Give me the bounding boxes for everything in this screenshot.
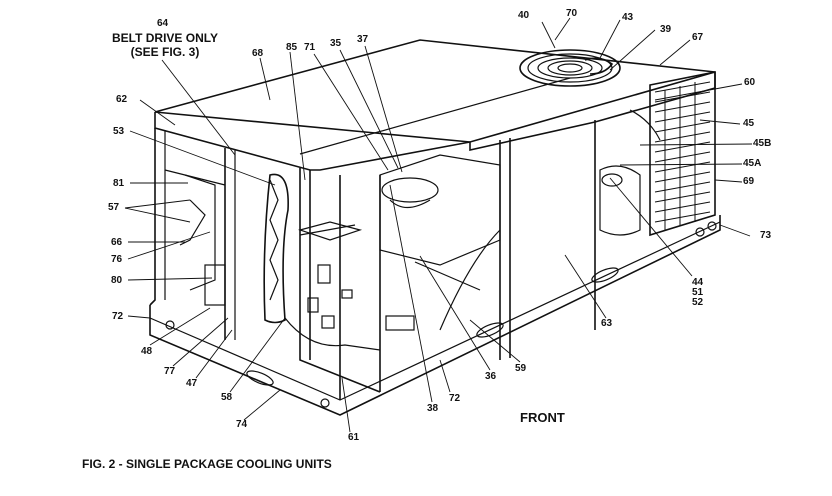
control-board: [297, 221, 363, 241]
label-58: 58: [221, 392, 233, 403]
refrigerant-line: [629, 109, 661, 141]
belt-drive-note: BELT DRIVE ONLY (SEE FIG. 3): [100, 31, 230, 59]
compressor: [599, 165, 641, 236]
label-37: 37: [357, 34, 369, 45]
panel-cable: [439, 229, 501, 331]
compressor-top: [601, 173, 623, 187]
figure-caption: FIG. 2 - SINGLE PACKAGE COOLING UNITS: [82, 457, 332, 471]
lift-hole-4: [707, 221, 717, 231]
belt-drive-note-line1: BELT DRIVE ONLY: [111, 31, 218, 45]
blower-housing: [379, 154, 501, 266]
label-36: 36: [485, 371, 497, 382]
label-72-left: 72: [112, 311, 124, 322]
blower-scroll: [389, 199, 431, 209]
label-85: 85: [286, 42, 298, 53]
label-60: 60: [744, 77, 756, 88]
label-59: 59: [515, 363, 527, 374]
control-capacitor: [321, 315, 335, 329]
lift-hole-3: [695, 227, 705, 237]
label-40: 40: [518, 10, 530, 21]
fan-guard-ring1: [537, 57, 603, 79]
left-inner-panel: [184, 174, 216, 291]
roof-seam: [299, 77, 571, 155]
lift-hole-2: [165, 320, 175, 330]
belt-drive-note-line2: (SEE FIG. 3): [130, 45, 200, 59]
fan-motor-bracket: [584, 57, 614, 75]
label-81: 81: [113, 178, 125, 189]
left-inner-part: [179, 199, 206, 246]
label-45b: 45B: [753, 138, 772, 149]
fan-opening: [519, 49, 621, 87]
fan-guard-ring3: [557, 63, 583, 73]
label-70: 70: [566, 8, 578, 19]
panel-seam: [414, 261, 481, 291]
wire-harness: [284, 317, 381, 351]
label-73: 73: [760, 230, 772, 241]
lift-hole-1: [320, 398, 330, 408]
control-switch: [307, 297, 319, 313]
label-69: 69: [743, 176, 755, 187]
control-compartment-edge: [299, 168, 381, 393]
control-terminal: [341, 289, 353, 299]
condenser-coil-frame: [649, 71, 716, 237]
label-68: 68: [252, 48, 264, 59]
label-48: 48: [141, 346, 153, 357]
label-67: 67: [692, 32, 704, 43]
label-39: 39: [660, 24, 672, 35]
control-relay: [317, 264, 331, 284]
label-45a: 45A: [743, 158, 762, 169]
label-38: 38: [427, 403, 439, 414]
blower-motor-box: [385, 315, 415, 331]
base-slot-right: [591, 267, 619, 283]
label-62: 62: [116, 94, 128, 105]
label-47: 47: [186, 378, 198, 389]
left-blower-housing: [204, 264, 226, 306]
label-51: 51: [692, 287, 704, 298]
left-shelf: [164, 169, 226, 186]
label-77: 77: [164, 366, 176, 377]
label-53: 53: [113, 126, 125, 137]
label-61: 61: [348, 432, 360, 443]
label-43: 43: [622, 12, 634, 23]
base-slot-left: [246, 370, 274, 386]
unit-roof: [154, 39, 716, 143]
label-64: 64: [157, 18, 169, 29]
label-35: 35: [330, 38, 342, 49]
label-66: 66: [111, 237, 123, 248]
label-72-bottom: 72: [449, 393, 461, 404]
fan-guard-ring2: [547, 60, 593, 76]
label-74: 74: [236, 419, 248, 430]
label-63: 63: [601, 318, 613, 329]
label-57: 57: [108, 202, 120, 213]
blower-wheel: [381, 177, 439, 203]
label-52: 52: [692, 297, 704, 308]
label-44: 44: [692, 277, 704, 288]
heat-exchanger-coil: [269, 179, 279, 301]
label-76: 76: [111, 254, 123, 265]
label-71: 71: [304, 42, 316, 53]
base-slot-mid: [476, 322, 504, 338]
label-80: 80: [111, 275, 123, 286]
label-45: 45: [743, 118, 755, 129]
front-orientation-label: FRONT: [520, 410, 565, 425]
left-cabinet-edge: [149, 128, 156, 306]
flue-assembly: [263, 173, 289, 324]
